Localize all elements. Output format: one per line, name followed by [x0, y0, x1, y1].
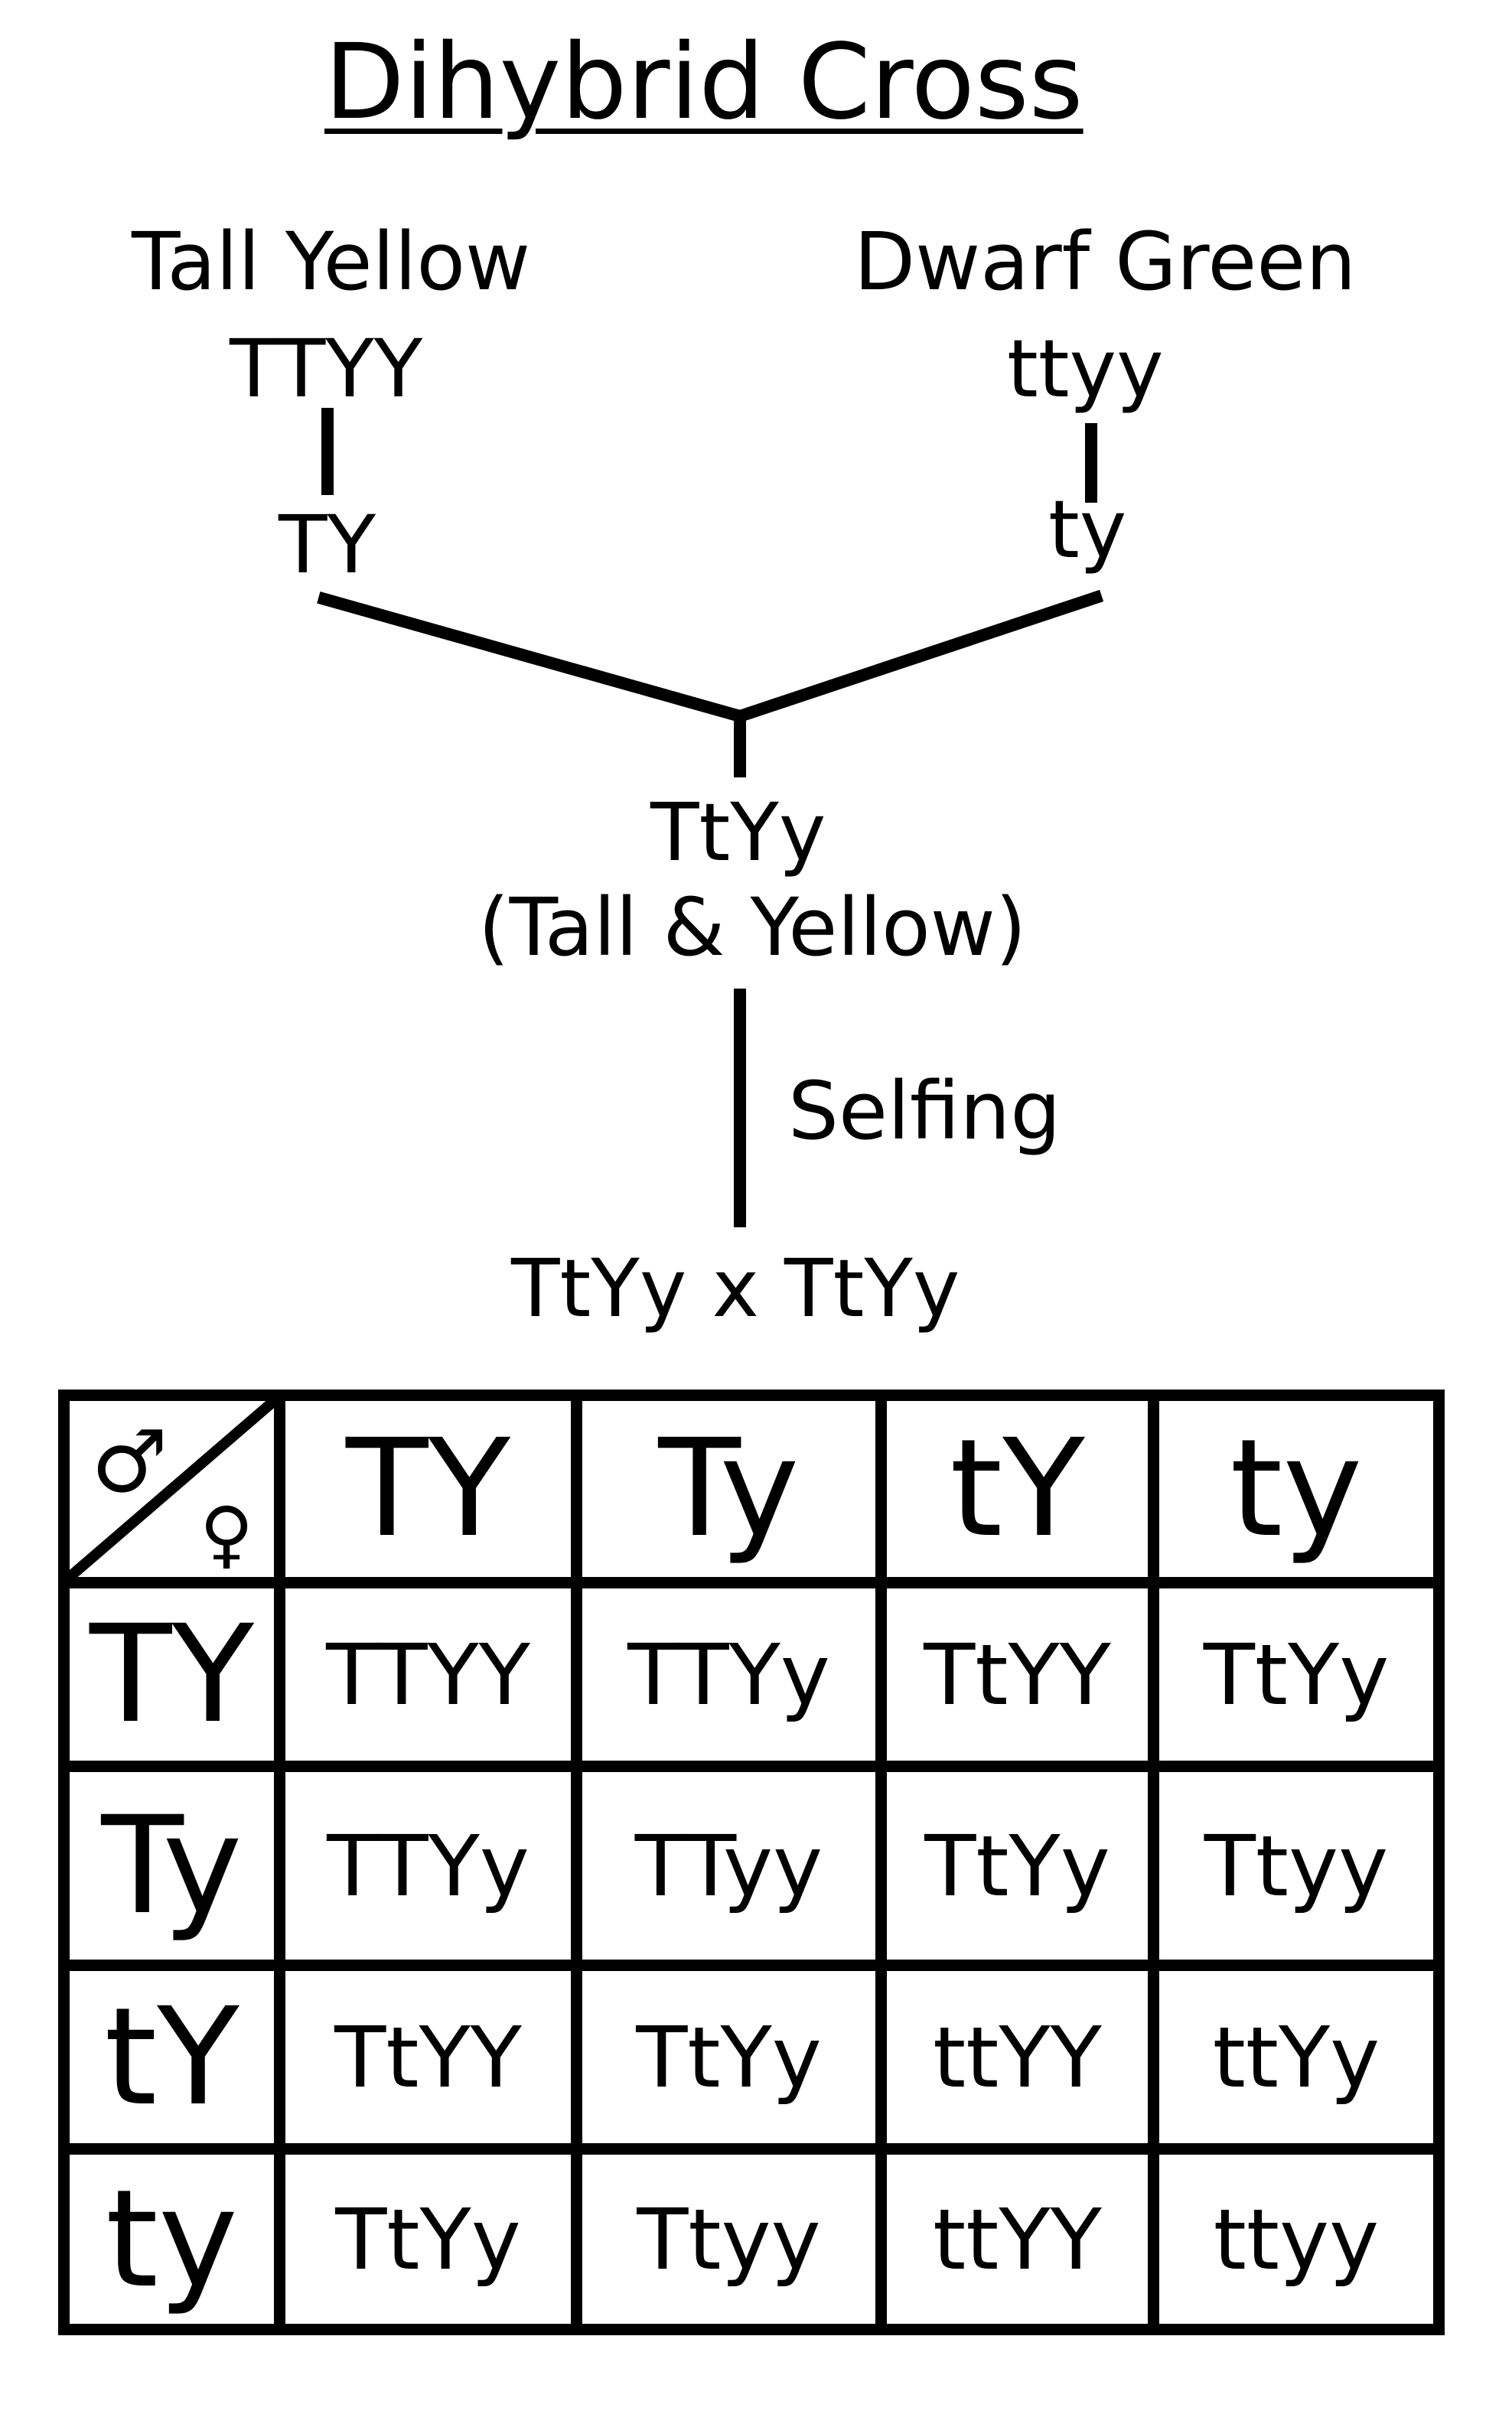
punnett-cell: TTyy [582, 1772, 887, 1971]
punnett-cell: TTYy [582, 1588, 887, 1772]
punnett-cell: TtYy [1159, 1588, 1433, 1772]
punnett-cell: TTYy [285, 1772, 582, 1971]
right-fusion-line [732, 589, 1104, 725]
punnett-cell: Ttyy [1159, 1772, 1433, 1971]
left-parent-genotype: TTYY [230, 322, 423, 415]
column-gamete: TY [285, 1401, 582, 1588]
punnett-square: ♂ ♀ TY Ty tY ty TY TTYY TTYy TtYY TtYy T… [58, 1390, 1445, 2335]
row-gamete: TY [70, 1588, 285, 1772]
f1-phenotype: (Tall & Yellow) [478, 881, 1027, 974]
column-gamete: ty [1159, 1401, 1433, 1588]
right-parent-phenotype: Dwarf Green [854, 215, 1357, 308]
row-gamete: ty [70, 2155, 285, 2324]
punnett-cell: TtYy [887, 1772, 1159, 1971]
column-gamete: tY [887, 1401, 1159, 1588]
page-title: Dihybrid Cross [324, 22, 1083, 143]
punnett-corner: ♂ ♀ [70, 1401, 285, 1588]
male-symbol-icon: ♂ [91, 1412, 168, 1512]
female-symbol-icon: ♀ [200, 1491, 254, 1577]
right-parent-genotype: ttyy [1007, 322, 1164, 415]
left-gamete: TY [279, 498, 376, 591]
punnett-cell: TtYY [285, 1971, 582, 2155]
punnett-cell: Ttyy [582, 2155, 887, 2324]
f1-cross: TtYy x TtYy [511, 1242, 960, 1335]
right-parent-connector [1085, 423, 1097, 503]
selfing-label: Selfing [788, 1064, 1061, 1158]
punnett-cell: TtYY [887, 1588, 1159, 1772]
right-gamete: ty [1048, 483, 1127, 576]
selfing-line [734, 989, 746, 1227]
left-fusion-line [317, 591, 748, 724]
punnett-cell: ttYY [887, 1971, 1159, 2155]
column-gamete: Ty [582, 1401, 887, 1588]
f1-stem-line [734, 712, 746, 777]
f1-genotype: TtYy [650, 786, 826, 879]
punnett-cell: TTYY [285, 1588, 582, 1772]
punnett-cell: TtYy [582, 1971, 887, 2155]
row-gamete: tY [70, 1971, 285, 2155]
corner-diagonal [70, 1401, 274, 1577]
punnett-cell: ttYY [887, 2155, 1159, 2324]
left-parent-connector [321, 408, 334, 495]
punnett-cell: TtYy [285, 2155, 582, 2324]
row-gamete: Ty [70, 1772, 285, 1971]
punnett-cell: ttYy [1159, 1971, 1433, 2155]
punnett-cell: ttyy [1213, 2190, 1380, 2289]
left-parent-phenotype: Tall Yellow [132, 215, 531, 308]
gamete-fusion-lines [317, 589, 1104, 725]
